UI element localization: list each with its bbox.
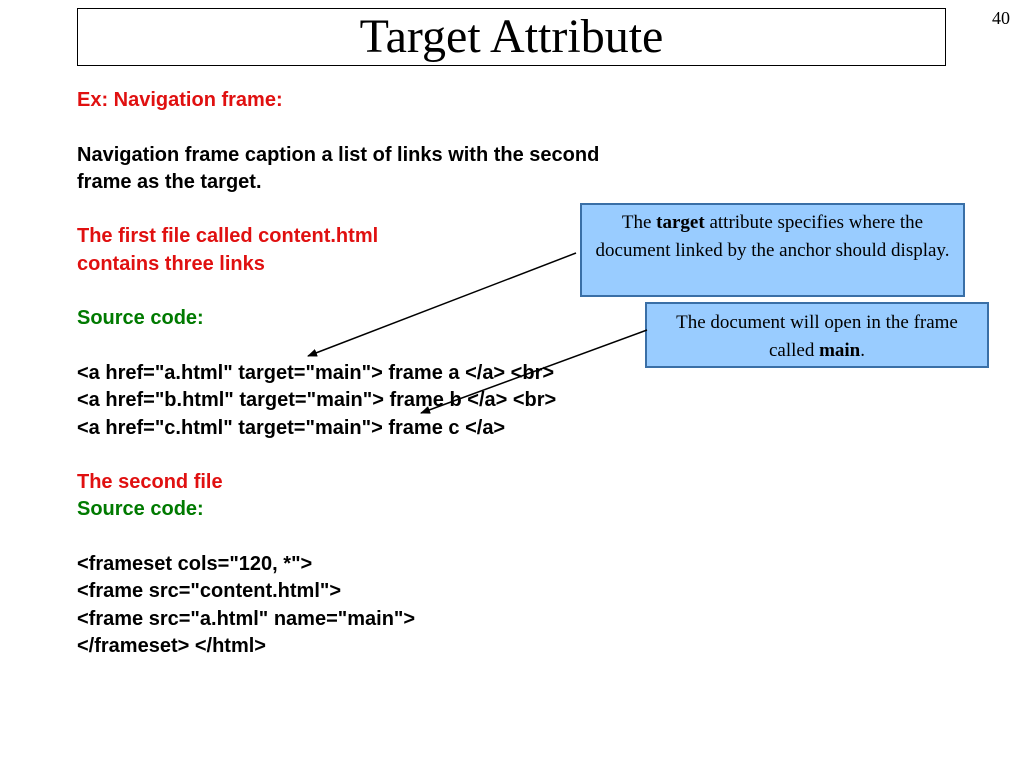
body-line: The first file called content.html [77, 225, 379, 248]
arrow-to-main-b [420, 329, 648, 414]
body-line: <frameset cols="120, *"> [77, 553, 313, 576]
callout-target-attribute: The target attribute specifies where the… [580, 203, 965, 297]
callout-text: The document will open in the frame call… [676, 312, 958, 361]
callout-keyword: target [656, 212, 705, 233]
body-line: <frame src="a.html" name="main"> [77, 607, 416, 630]
body-line: <a href="a.html" target="main"> frame a … [77, 361, 555, 384]
body-line: contains three links [77, 252, 265, 275]
page-number: 40 [992, 8, 1010, 28]
slide-body: Ex: Navigation frame: Navigation frame c… [77, 87, 777, 660]
callout-text: The [621, 212, 657, 233]
body-line: Ex: Navigation frame: [77, 89, 283, 111]
body-line: <a href="c.html" target="main"> frame c … [77, 416, 506, 439]
body-line: The second file [77, 471, 223, 494]
callout-text: . [860, 340, 866, 361]
body-line: Source code: [77, 307, 204, 330]
callout-main-frame: The document will open in the frame call… [645, 302, 989, 368]
callout-keyword: main [819, 340, 861, 361]
body-line: <a href="b.html" target="main"> frame b … [77, 389, 557, 412]
body-line: <frame src="content.html"> [77, 580, 342, 603]
callout-text: attribute specifies where the document l… [595, 212, 950, 261]
arrow-to-target-a [307, 252, 577, 357]
slide-title: Target Attribute [359, 10, 664, 63]
body-line: </frameset> </html> [77, 634, 266, 657]
title-box: Target Attribute [77, 8, 946, 66]
body-line: Navigation frame caption a list of links… [77, 143, 600, 166]
body-line: Source code: [77, 498, 204, 521]
body-line: frame as the target. [77, 170, 262, 193]
